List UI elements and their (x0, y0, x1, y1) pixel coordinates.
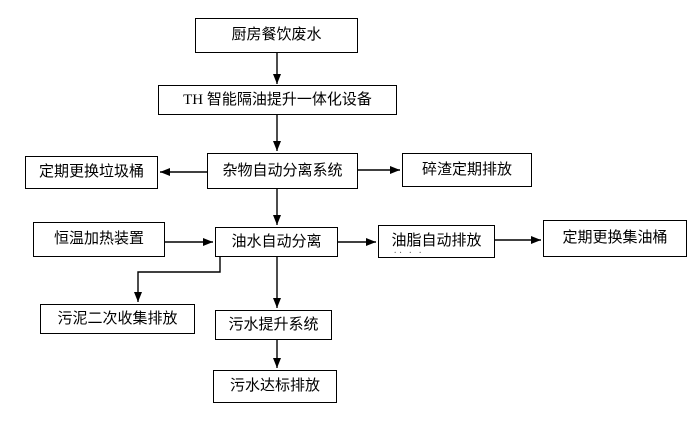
node-label: 定期更换集油桶 (562, 230, 668, 247)
flow-node-residue-discharge: 碎渣定期排放 (402, 153, 532, 187)
node-label: 定期更换垃圾桶 (38, 164, 144, 181)
node-label: 油脂自动排放·· · · (391, 233, 482, 259)
node-label: 碎渣定期排放 (421, 161, 512, 178)
flow-node-heating-device: 恒温加热装置 (33, 222, 165, 257)
flow-node-debris-separation: 杂物自动分离系统 (207, 153, 358, 189)
node-label: TH 智能隔油提升一体化设备 (183, 91, 372, 108)
flow-node-kitchen-wastewater: 厨房餐饮废水 (195, 18, 358, 53)
flow-node-standard-discharge: 污水达标排放 (213, 370, 337, 403)
flow-node-oil-water-separation: 油水自动分离 (215, 227, 338, 257)
node-label: 污水提升系统 (228, 316, 319, 333)
flow-node-integrated-device: TH 智能隔油提升一体化设备 (158, 85, 397, 115)
node-label: 污水达标排放 (229, 378, 320, 395)
flow-node-trash-replace: 定期更换垃圾桶 (25, 156, 158, 189)
node-label: 油水自动分离 (231, 233, 322, 250)
node-label: 恒温加热装置 (53, 231, 144, 248)
arrow-oilwater-to-sludge (134, 257, 221, 302)
flow-node-sludge-discharge: 污泥二次收集排放 (40, 304, 195, 334)
flow-node-sewage-lift: 污水提升系统 (215, 310, 332, 340)
spellcheck-dots: ·· · · (393, 247, 424, 259)
node-label: 污泥二次收集排放 (57, 310, 178, 327)
flow-node-oil-drum-replace: 定期更换集油桶 (543, 220, 687, 257)
node-label: 厨房餐饮废水 (231, 27, 322, 44)
node-label: 杂物自动分离系统 (222, 162, 343, 179)
flow-node-grease-discharge: 油脂自动排放·· · · (378, 225, 495, 258)
